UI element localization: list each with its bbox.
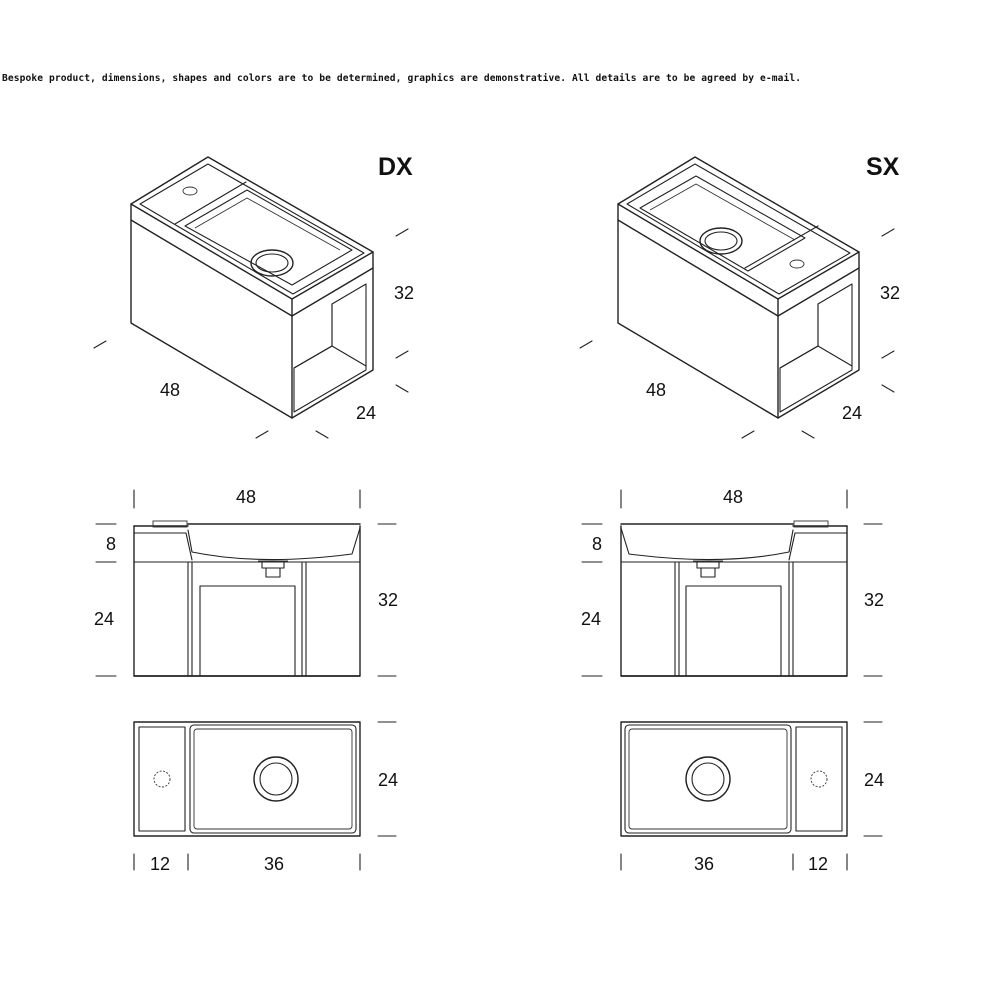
dx-iso-depth-label: 24 — [356, 403, 376, 423]
sx-iso-width-label: 48 — [646, 380, 666, 400]
dx-front-total-label: 32 — [378, 590, 398, 610]
sx-top-right-label: 12 — [808, 854, 828, 874]
sx-front-cabinet-label: 24 — [581, 609, 601, 629]
sx-top-depth-label: 24 — [864, 770, 884, 790]
sx-front-total-label: 32 — [864, 590, 884, 610]
sx-title: SX — [866, 153, 900, 181]
sx-front-basin-label: 8 — [592, 534, 602, 554]
dx-iso-view: DX 48 32 24 — [93, 153, 414, 439]
dx-iso-width-label: 48 — [160, 380, 180, 400]
dx-top-left-label: 12 — [150, 854, 170, 874]
dx-iso-height-label: 32 — [394, 283, 414, 303]
disclaimer-note: Bespoke product, dimensions, shapes and … — [2, 73, 802, 84]
dx-front-view: 48 8 24 32 — [94, 487, 398, 677]
dx-front-basin-label: 8 — [106, 534, 116, 554]
dx-front-width-label: 48 — [236, 487, 256, 507]
sx-front-width-label: 48 — [723, 487, 743, 507]
sx-top-view: 24 36 12 — [620, 721, 884, 874]
dx-top-depth-label: 24 — [378, 770, 398, 790]
sx-iso-depth-label: 24 — [842, 403, 862, 423]
dx-top-right-label: 36 — [264, 854, 284, 874]
dx-front-cabinet-label: 24 — [94, 609, 114, 629]
sx-iso-view: SX 48 32 24 — [579, 153, 900, 439]
sx-front-view: 48 8 24 32 — [581, 487, 884, 677]
dx-title: DX — [378, 153, 413, 181]
sx-iso-height-label: 32 — [880, 283, 900, 303]
sx-top-left-label: 36 — [694, 854, 714, 874]
dx-top-view: 24 12 36 — [133, 721, 398, 874]
